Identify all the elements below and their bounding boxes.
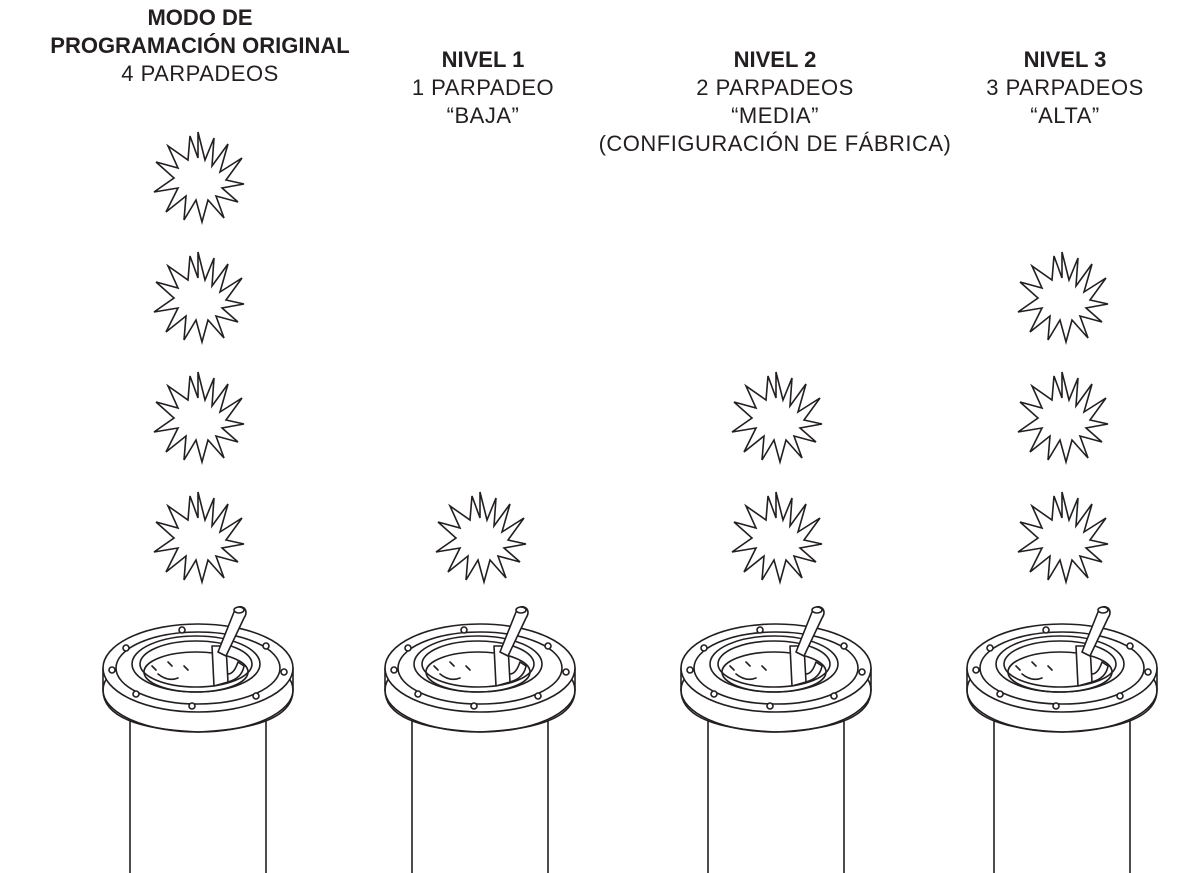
fixture-level-1 [384, 605, 576, 873]
level-3-level-label: “ALTA” [1030, 103, 1100, 128]
flash-burst-icon [153, 251, 245, 343]
flash-burst-icon [1017, 371, 1109, 463]
flash-burst-icon [1017, 251, 1109, 343]
level-3-flashes-label: 3 PARPADEOS [986, 75, 1144, 100]
original-mode-title-line2: PROGRAMACIÓN ORIGINAL [50, 33, 350, 58]
fixture-original-mode [102, 605, 294, 873]
flash-burst-icon [153, 371, 245, 463]
level-1-level-label: “BAJA” [446, 103, 520, 128]
flash-burst-icon [153, 491, 245, 583]
flash-burst-icon [731, 491, 823, 583]
level-2-level-label: “MEDIA” [731, 103, 819, 128]
level-2-factory-note: (CONFIGURACIÓN DE FÁBRICA) [598, 131, 952, 156]
flash-burst-icon [153, 131, 245, 223]
flash-burst-icon [731, 371, 823, 463]
level-2-flashes-label: 2 PARPADEOS [696, 75, 854, 100]
column-header-level-2: NIVEL 2 2 PARPADEOS “MEDIA” (CONFIGURACI… [525, 46, 1025, 158]
level-1-title: NIVEL 1 [441, 47, 525, 72]
flash-burst-icon [435, 491, 527, 583]
original-mode-title-line1: MODO DE [147, 5, 253, 30]
column-header-level-3: NIVEL 3 3 PARPADEOS “ALTA” [955, 46, 1175, 130]
fixture-level-3 [966, 605, 1158, 873]
column-header-original-mode: MODO DE PROGRAMACIÓN ORIGINAL 4 PARPADEO… [0, 4, 400, 88]
flash-burst-icon [1017, 491, 1109, 583]
original-mode-flashes-label: 4 PARPADEOS [121, 61, 279, 86]
column-header-level-1: NIVEL 1 1 PARPADEO “BAJA” [383, 46, 583, 130]
fixture-level-2 [680, 605, 872, 873]
level-1-flashes-label: 1 PARPADEO [411, 75, 555, 100]
level-3-title: NIVEL 3 [1023, 47, 1107, 72]
level-2-title: NIVEL 2 [733, 47, 817, 72]
